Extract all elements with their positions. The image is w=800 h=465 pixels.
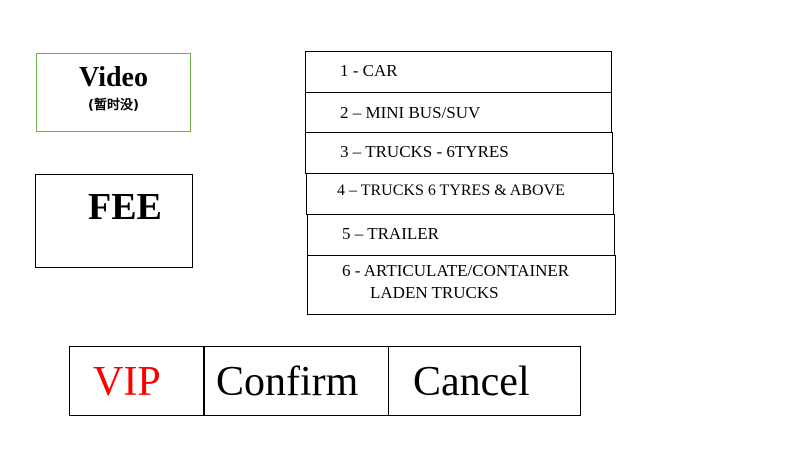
category-label: 5 – TRAILER xyxy=(342,224,439,243)
category-label: 2 – MINI BUS/SUV xyxy=(340,103,481,122)
vip-button[interactable]: VIP xyxy=(69,346,205,416)
video-title: Video xyxy=(79,62,148,93)
category-label-line2: LADEN TRUCKS xyxy=(370,283,499,302)
category-label-line1: 6 - ARTICULATE/CONTAINER xyxy=(342,261,570,280)
fee-button[interactable]: FEE xyxy=(35,174,193,268)
category-label: 1 - CAR xyxy=(340,61,398,80)
video-unavailable-note: (暂时没) xyxy=(88,98,139,113)
confirm-button[interactable]: Confirm xyxy=(203,346,389,416)
cancel-button[interactable]: Cancel xyxy=(388,346,581,416)
category-label: 3 – TRUCKS - 6TYRES xyxy=(340,142,509,161)
fee-label: FEE xyxy=(88,186,162,228)
category-trailer[interactable]: 5 – TRAILER xyxy=(307,214,615,256)
category-car[interactable]: 1 - CAR xyxy=(305,51,612,93)
cancel-button-label: Cancel xyxy=(413,359,530,405)
vip-button-label: VIP xyxy=(93,359,161,405)
category-trucks-6-tyres-and-above[interactable]: 4 – TRUCKS 6 TYRES & ABOVE xyxy=(306,173,614,215)
confirm-button-label: Confirm xyxy=(216,359,359,405)
video-button[interactable]: Video (暂时没) xyxy=(36,53,191,132)
category-mini-bus-suv[interactable]: 2 – MINI BUS/SUV xyxy=(305,92,612,133)
category-label: 4 – TRUCKS 6 TYRES & ABOVE xyxy=(337,182,565,199)
category-trucks-6-tyres[interactable]: 3 – TRUCKS - 6TYRES xyxy=(305,132,613,174)
category-articulate-container[interactable]: 6 - ARTICULATE/CONTAINER LADEN TRUCKS xyxy=(307,255,616,315)
